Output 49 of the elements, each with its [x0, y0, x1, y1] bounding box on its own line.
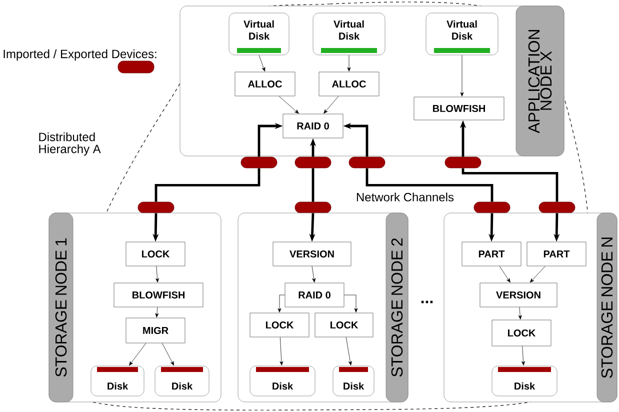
network-line: [462, 168, 558, 202]
legend-text: Imported / Exported Devices:: [4, 49, 156, 61]
network-line: [366, 168, 494, 202]
arrow: [347, 54, 351, 72]
arrow: [530, 266, 546, 283]
module-box: VERSION: [480, 282, 558, 308]
module-box: PART: [462, 242, 522, 266]
arrow: [460, 54, 464, 96]
arrow: [346, 336, 352, 366]
module-box: LOCK: [492, 320, 552, 346]
arrow: [278, 96, 299, 114]
module-box: LOCK: [126, 242, 186, 266]
arrow: [155, 306, 159, 318]
arrow: [280, 336, 284, 366]
arrow: [518, 306, 522, 320]
module-box: LOCK: [250, 312, 310, 338]
module-box: MIGR: [126, 318, 186, 344]
device-marker: [294, 202, 332, 214]
ellipsis: ...: [421, 300, 433, 304]
network-line: [312, 168, 314, 202]
module-box: RAID 0: [284, 282, 344, 308]
module-box: BLOWFISH: [114, 282, 204, 308]
device-marker: [348, 156, 386, 168]
arrow: [156, 266, 160, 282]
module-box: PART: [526, 242, 586, 266]
arrow: [258, 54, 266, 72]
module-box: RAID 0: [282, 114, 344, 138]
device-marker: [294, 156, 332, 168]
module-box: VERSION: [272, 242, 352, 266]
arrow: [324, 96, 339, 114]
arrow: [162, 343, 174, 366]
module-box: ALLOC: [234, 72, 296, 96]
network-line: [154, 168, 260, 202]
arrow: [312, 266, 316, 282]
module-box: ALLOC: [318, 72, 380, 96]
channel-label: Network Channels: [356, 192, 454, 202]
arrow: [522, 346, 526, 366]
device-marker: [240, 156, 278, 168]
arrow: [278, 294, 285, 312]
arrow: [499, 266, 510, 283]
hierarchy-label: Distributed Hierarchy A: [39, 132, 101, 156]
device-marker: [444, 156, 482, 168]
arrow: [129, 343, 146, 366]
device-marker: [138, 202, 174, 214]
module-box: BLOWFISH: [414, 96, 504, 120]
arrow: [344, 294, 358, 312]
module-box: LOCK: [314, 312, 374, 338]
device-marker: [474, 202, 510, 214]
device-marker: [538, 202, 576, 214]
